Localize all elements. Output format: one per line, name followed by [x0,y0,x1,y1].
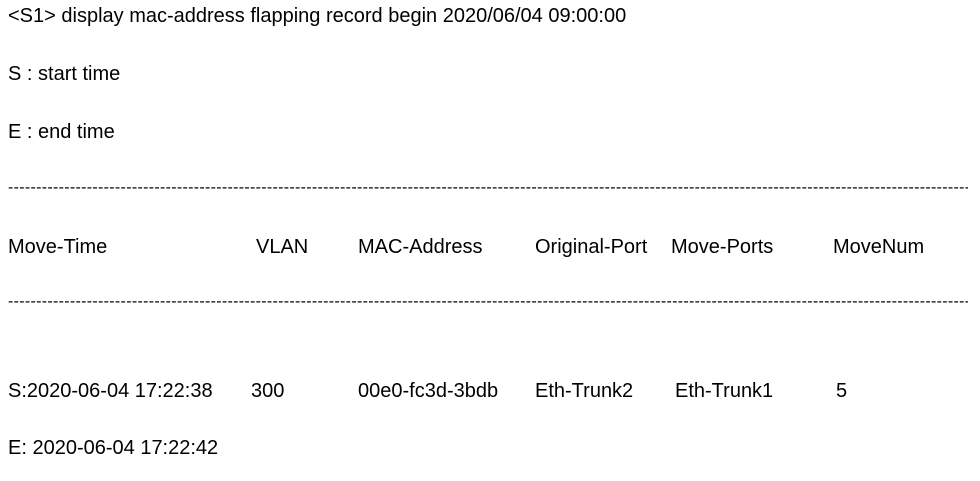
separator-bottom: ----------------------------------------… [8,293,968,310]
header-mac-address: MAC-Address [358,236,483,258]
cell-original-port: Eth-Trunk2 [535,380,634,402]
cell-vlan: 300 [251,380,285,402]
legend-end-time: E : end time [8,121,115,143]
header-move-time: Move-Time [8,236,108,258]
legend-start-time: S : start time [8,63,121,85]
header-original-port: Original-Port [535,236,648,258]
cell-start-time: S:2020-06-04 17:22:38 [8,380,213,402]
cell-move-ports: Eth-Trunk1 [675,380,774,402]
header-move-ports: Move-Ports [671,236,774,258]
header-move-num: MoveNum [833,236,925,258]
cell-move-num: 5 [836,380,848,402]
header-vlan: VLAN [256,236,309,258]
cell-end-time: E: 2020-06-04 17:22:42 [8,437,219,459]
separator-top: ----------------------------------------… [8,179,968,196]
cell-mac-address: 00e0-fc3d-3bdb [358,380,499,402]
command-line: <S1> display mac-address flapping record… [8,5,627,27]
